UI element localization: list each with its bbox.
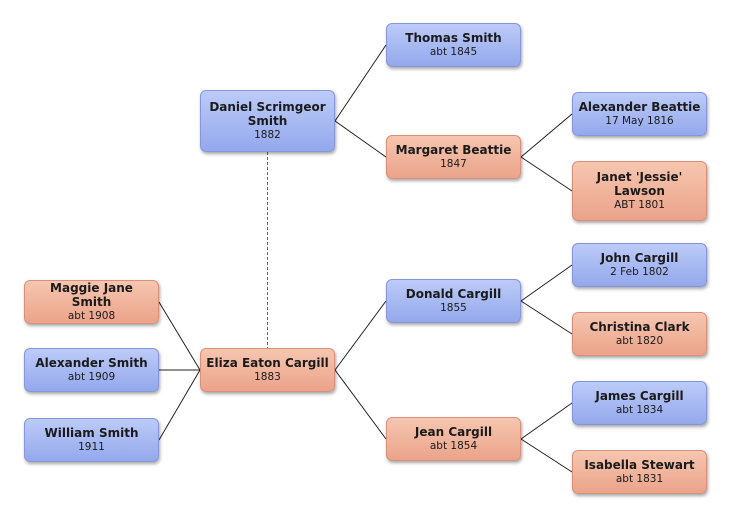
person-name: Thomas Smith <box>405 31 502 45</box>
parent-line-daniel-thomas <box>334 44 387 122</box>
person-date: 1882 <box>254 129 281 141</box>
person-date: 2 Feb 1802 <box>610 266 669 278</box>
person-date: abt 1834 <box>615 404 664 416</box>
person-name: Alexander Smith <box>35 356 148 370</box>
parent-line-jean-isabella <box>520 438 573 473</box>
parent-line-maggie-eliza <box>158 301 201 371</box>
person-name: Christina Clark <box>589 320 690 334</box>
person-name: Isabella Stewart <box>584 458 695 472</box>
person-date: abt 1831 <box>615 473 664 485</box>
parent-line-daniel-margaret <box>334 120 387 158</box>
person-date: 1883 <box>254 371 281 383</box>
person-name: Margaret Beattie <box>395 143 512 157</box>
parent-line-donald-john <box>520 264 573 302</box>
person-date: 1911 <box>78 441 105 453</box>
person-date: 17 May 1816 <box>605 115 674 127</box>
person-name: Daniel Scrimgeor Smith <box>209 100 326 128</box>
parent-line-william-eliza <box>158 369 201 441</box>
person-date: ABT 1801 <box>614 199 665 211</box>
person-date: abt 1845 <box>429 46 478 58</box>
person-name: Jean Cargill <box>414 425 493 439</box>
parent-line-jean-james <box>520 402 573 440</box>
parent-line-donald-christina <box>520 300 573 335</box>
person-name: Donald Cargill <box>405 287 502 301</box>
person-date: 1855 <box>440 302 467 314</box>
person-name: Eliza Eaton Cargill <box>206 356 329 370</box>
person-date: abt 1908 <box>67 310 116 322</box>
person-name: Janet 'Jessie' Lawson <box>596 170 683 198</box>
person-name: Maggie Jane Smith <box>50 281 133 309</box>
person-name: James Cargill <box>595 389 684 403</box>
person-date: abt 1909 <box>67 371 116 383</box>
person-name: Alexander Beattie <box>578 100 701 114</box>
parent-line-margaret-janet <box>520 156 573 192</box>
person-date: 1847 <box>440 158 467 170</box>
person-name: William Smith <box>44 426 139 440</box>
parent-line-margaret-alexander-beattie <box>520 113 573 158</box>
parent-line-eliza-jean <box>334 369 387 440</box>
person-date: abt 1820 <box>615 335 664 347</box>
person-date: abt 1854 <box>429 440 478 452</box>
person-name: John Cargill <box>600 251 679 265</box>
parent-line-eliza-donald <box>334 300 387 371</box>
